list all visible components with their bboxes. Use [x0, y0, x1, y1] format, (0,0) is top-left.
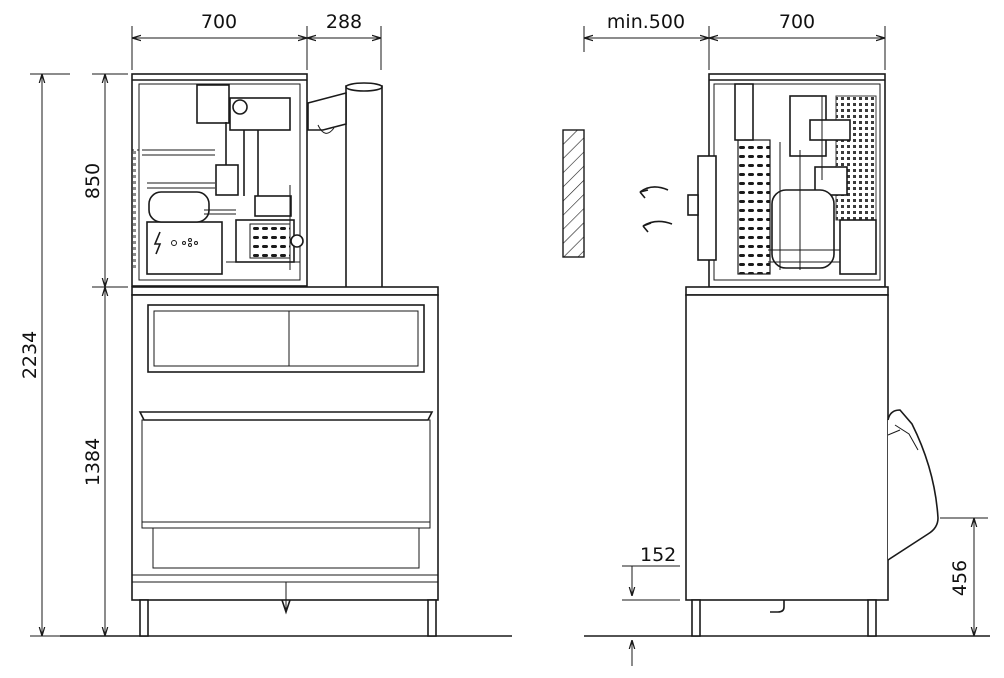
dim-bin-height: 1384: [82, 438, 104, 486]
dim-head-height: 850: [82, 163, 104, 199]
mesh-panel: [835, 95, 877, 221]
side-bin-top: [685, 286, 889, 296]
wall-hatched: [562, 129, 585, 258]
dim-front-width: 700: [201, 11, 237, 33]
lightning-bolt-icon: [153, 231, 162, 255]
bin-upper-window: [147, 304, 425, 373]
dim-drain-height: 152: [640, 544, 676, 566]
side-bin-door-open: [887, 409, 939, 561]
side-bin-body: [685, 294, 889, 601]
condenser-grille: [737, 139, 771, 275]
dim-front-chute: 288: [326, 11, 362, 33]
bin-top: [131, 286, 439, 296]
side-view: [562, 73, 939, 637]
side-leg-right: [867, 599, 877, 637]
dim-door-height: 456: [949, 560, 971, 596]
ice-chute-pipe: [345, 85, 383, 289]
compressor-side: [771, 189, 835, 269]
compressor-front: [148, 191, 210, 223]
dim-side-clearance: min.500: [607, 11, 685, 33]
side-leg-left: [691, 599, 701, 637]
front-leg-left: [139, 599, 149, 637]
bin-door: [138, 411, 434, 421]
airflow-arrow-icon: [639, 186, 673, 233]
dim-total-height: 2234: [19, 331, 41, 379]
condenser-fan: [697, 155, 717, 261]
dim-side-depth: 700: [779, 11, 815, 33]
front-view: [131, 73, 439, 637]
front-leg-right: [427, 599, 437, 637]
